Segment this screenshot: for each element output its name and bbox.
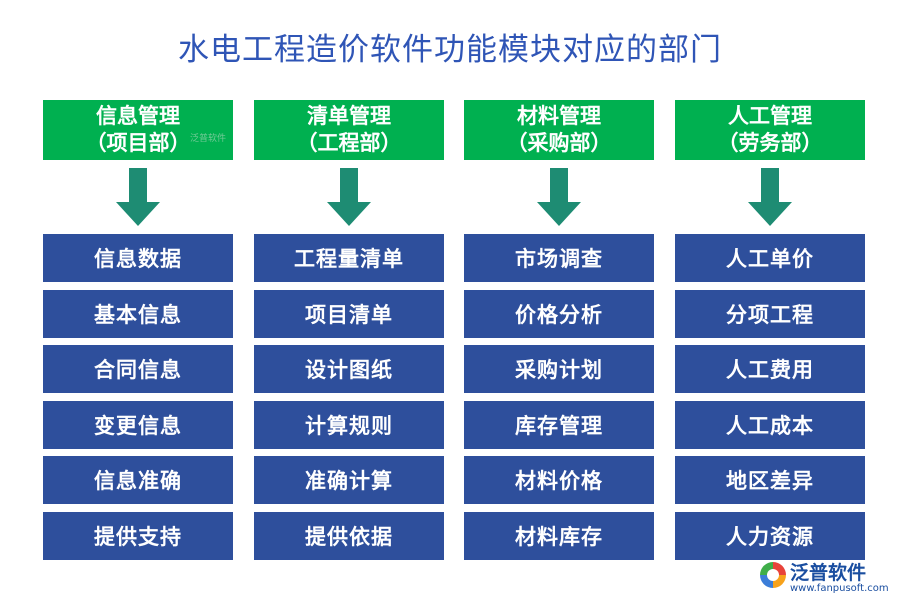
header-department: （劳务部） bbox=[717, 131, 823, 155]
module-item: 价格分析 bbox=[464, 289, 654, 338]
module-item: 计算规则 bbox=[254, 400, 444, 449]
module-item: 采购计划 bbox=[464, 345, 654, 393]
module-item: 市场调查 bbox=[464, 234, 654, 282]
column-info-management: 信息管理 （项目部） 信息数据 基本信息 合同信息 变更信息 信息准确 提供支持 bbox=[43, 100, 233, 567]
module-item: 材料价格 bbox=[464, 456, 654, 504]
down-arrow-icon bbox=[43, 160, 233, 234]
header-title: 人工管理 bbox=[728, 104, 812, 128]
header-department: （采购部） bbox=[506, 131, 612, 155]
logo-name: 泛普软件 bbox=[790, 562, 867, 584]
module-item: 信息数据 bbox=[43, 234, 233, 282]
module-item: 人工成本 bbox=[675, 400, 865, 449]
module-item: 信息准确 bbox=[43, 456, 233, 504]
module-item: 人工单价 bbox=[675, 234, 865, 282]
watermark: 泛普软件 bbox=[190, 134, 227, 144]
brand-logo: 泛普软件 www.fanpusoft.com bbox=[760, 558, 890, 594]
logo-url: www.fanpusoft.com bbox=[790, 583, 889, 594]
module-item: 提供依据 bbox=[254, 511, 444, 560]
header-department: （工程部） bbox=[296, 131, 402, 155]
module-item: 人力资源 bbox=[675, 511, 865, 560]
module-item: 分项工程 bbox=[675, 289, 865, 338]
down-arrow-icon bbox=[464, 160, 654, 234]
module-item: 合同信息 bbox=[43, 345, 233, 393]
diagram-title: 水电工程造价软件功能模块对应的部门 bbox=[178, 32, 722, 68]
module-item: 库存管理 bbox=[464, 400, 654, 449]
header-title: 材料管理 bbox=[517, 104, 601, 128]
column-list-management: 清单管理 （工程部） 工程量清单 项目清单 设计图纸 计算规则 准确计算 提供依… bbox=[254, 100, 444, 567]
module-item: 设计图纸 bbox=[254, 345, 444, 393]
module-item: 项目清单 bbox=[254, 289, 444, 338]
module-item: 人工费用 bbox=[675, 345, 865, 393]
logo-icon bbox=[760, 562, 786, 588]
module-item: 材料库存 bbox=[464, 511, 654, 560]
down-arrow-icon bbox=[675, 160, 865, 234]
column-header: 信息管理 （项目部） bbox=[43, 100, 233, 160]
column-material-management: 材料管理 （采购部） 市场调查 价格分析 采购计划 库存管理 材料价格 材料库存 bbox=[464, 100, 654, 567]
column-labor-management: 人工管理 （劳务部） 人工单价 分项工程 人工费用 人工成本 地区差异 人力资源 bbox=[675, 100, 865, 567]
header-title: 信息管理 bbox=[96, 104, 180, 128]
module-item: 变更信息 bbox=[43, 400, 233, 449]
module-item: 准确计算 bbox=[254, 456, 444, 504]
module-item: 基本信息 bbox=[43, 289, 233, 338]
header-title: 清单管理 bbox=[307, 104, 391, 128]
module-item: 工程量清单 bbox=[254, 234, 444, 282]
column-header: 人工管理 （劳务部） bbox=[675, 100, 865, 160]
column-header: 清单管理 （工程部） bbox=[254, 100, 444, 160]
module-item: 地区差异 bbox=[675, 456, 865, 504]
module-item: 提供支持 bbox=[43, 511, 233, 560]
down-arrow-icon bbox=[254, 160, 444, 234]
column-header: 材料管理 （采购部） bbox=[464, 100, 654, 160]
header-department: （项目部） bbox=[85, 131, 191, 155]
